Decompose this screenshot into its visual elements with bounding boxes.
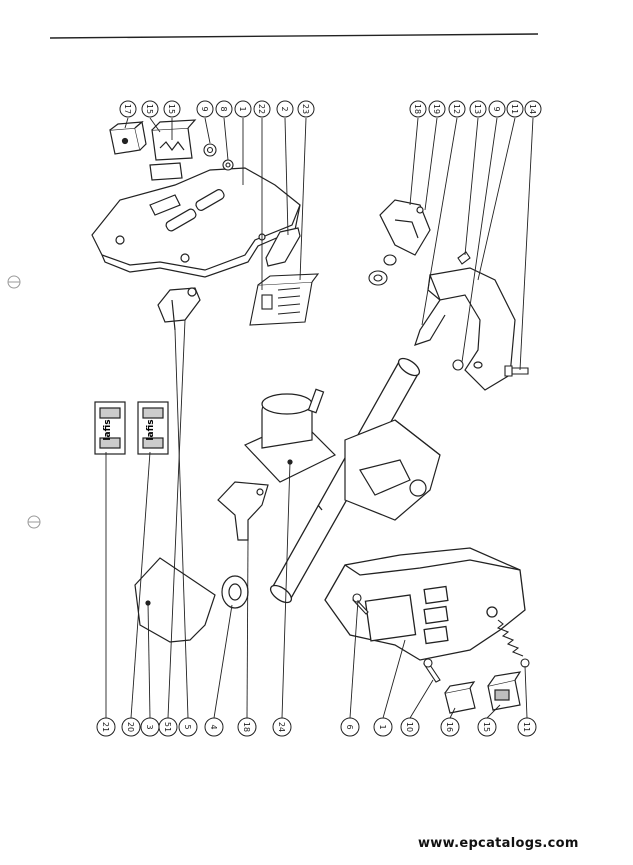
svg-text:10: 10 <box>405 722 414 732</box>
washer-8 <box>222 159 234 171</box>
svg-text:1: 1 <box>238 106 247 111</box>
callout-3: 3 <box>140 717 160 737</box>
nut-9b <box>452 359 464 371</box>
leader-lines <box>105 117 534 719</box>
rotary-switch <box>243 388 337 483</box>
washer-4 <box>221 575 249 609</box>
callout-11: 11 <box>506 100 524 118</box>
callout-15a: 15 <box>141 100 159 118</box>
callouts-top-right: 18 19 12 13 9 11 14 <box>409 100 542 118</box>
callout-16: 16 <box>440 717 460 737</box>
callouts-top-left: 17 15 15 9 8 1 22 2 23 <box>119 100 315 118</box>
punch-mark-bottom <box>27 515 41 529</box>
svg-text:21: 21 <box>101 722 110 732</box>
housing-bracket <box>91 167 301 278</box>
punch-mark-top <box>7 275 21 289</box>
screw-13 <box>457 251 471 265</box>
switch-plate-20 <box>137 401 169 455</box>
svg-text:5: 5 <box>183 724 192 729</box>
svg-text:11: 11 <box>510 104 519 114</box>
callout-9: 9 <box>196 100 214 118</box>
callout-5: 5 <box>178 717 198 737</box>
svg-text:18: 18 <box>413 104 422 114</box>
callout-22: 22 <box>253 100 271 118</box>
callout-6: 6 <box>340 717 360 737</box>
svg-text:2: 2 <box>280 106 289 111</box>
column-clamp <box>344 419 441 521</box>
svg-text:15: 15 <box>482 722 491 732</box>
svg-text:22: 22 <box>257 104 266 114</box>
svg-text:13: 13 <box>473 104 482 114</box>
callout-11b: 11 <box>517 717 537 737</box>
cover-plate-3 <box>134 557 216 643</box>
watermark-url: www.epcatalogs.com <box>418 836 579 851</box>
svg-text:19: 19 <box>432 104 441 114</box>
lever-arm <box>379 199 431 256</box>
callout-18: 18 <box>409 100 427 118</box>
callout-10: 10 <box>400 717 420 737</box>
callout-12: 12 <box>448 100 466 118</box>
callout-2: 2 <box>276 100 294 118</box>
clip-2 <box>265 227 301 267</box>
callout-13: 13 <box>469 100 487 118</box>
nut-small <box>383 254 397 266</box>
relay-block-17 <box>109 120 147 155</box>
svg-text:1: 1 <box>378 724 387 729</box>
lower-housing <box>324 547 526 661</box>
svg-text:20: 20 <box>126 722 135 732</box>
nut-9 <box>203 143 217 157</box>
svg-text:9: 9 <box>200 106 209 111</box>
screw-14 <box>504 365 529 377</box>
terminal-block-15 <box>149 119 197 181</box>
switch-plate-20-text: lafis <box>146 419 156 440</box>
micro-switch <box>157 287 201 331</box>
svg-text:3: 3 <box>145 724 154 729</box>
callout-17: 17 <box>119 100 137 118</box>
switch-block-15 <box>487 671 522 711</box>
svg-text:9: 9 <box>492 106 501 111</box>
callout-4: 4 <box>204 717 224 737</box>
header-rule <box>49 33 539 39</box>
block-16 <box>444 681 476 714</box>
circuit-board <box>249 273 320 326</box>
svg-text:14: 14 <box>528 104 537 114</box>
callout-20: 20 <box>121 717 141 737</box>
svg-text:18: 18 <box>242 722 251 732</box>
callout-19: 19 <box>428 100 446 118</box>
callout-15c: 15 <box>477 717 497 737</box>
callout-51: 51 <box>158 717 178 737</box>
screw-6 <box>352 593 369 615</box>
svg-text:8: 8 <box>219 106 228 111</box>
svg-text:11: 11 <box>522 722 531 732</box>
callout-1: 1 <box>234 100 252 118</box>
callout-23: 23 <box>297 100 315 118</box>
callouts-bottom: 21 20 3 51 5 4 18 24 6 1 10 16 15 11 <box>96 717 537 737</box>
callout-1b: 1 <box>373 717 393 737</box>
svg-text:15: 15 <box>167 104 176 114</box>
callout-18b: 18 <box>237 717 257 737</box>
svg-text:51: 51 <box>163 722 172 732</box>
svg-text:17: 17 <box>123 104 132 114</box>
callout-9b: 9 <box>488 100 506 118</box>
callout-24: 24 <box>272 717 292 737</box>
u-bracket <box>414 267 516 391</box>
svg-text:23: 23 <box>301 104 310 114</box>
switch-plate-21 <box>94 401 126 455</box>
switch-plate-21-text: lafis <box>103 419 113 440</box>
callout-8: 8 <box>215 100 233 118</box>
svg-text:12: 12 <box>452 104 461 114</box>
callout-21: 21 <box>96 717 116 737</box>
lever-lower <box>217 481 269 541</box>
bushing <box>368 270 388 286</box>
svg-text:24: 24 <box>277 722 286 732</box>
svg-text:6: 6 <box>345 724 354 729</box>
svg-text:4: 4 <box>209 724 218 729</box>
screw-10 <box>423 658 441 683</box>
callout-14: 14 <box>524 100 542 118</box>
callout-15b: 15 <box>163 100 181 118</box>
svg-text:15: 15 <box>145 104 154 114</box>
svg-text:16: 16 <box>445 722 454 732</box>
